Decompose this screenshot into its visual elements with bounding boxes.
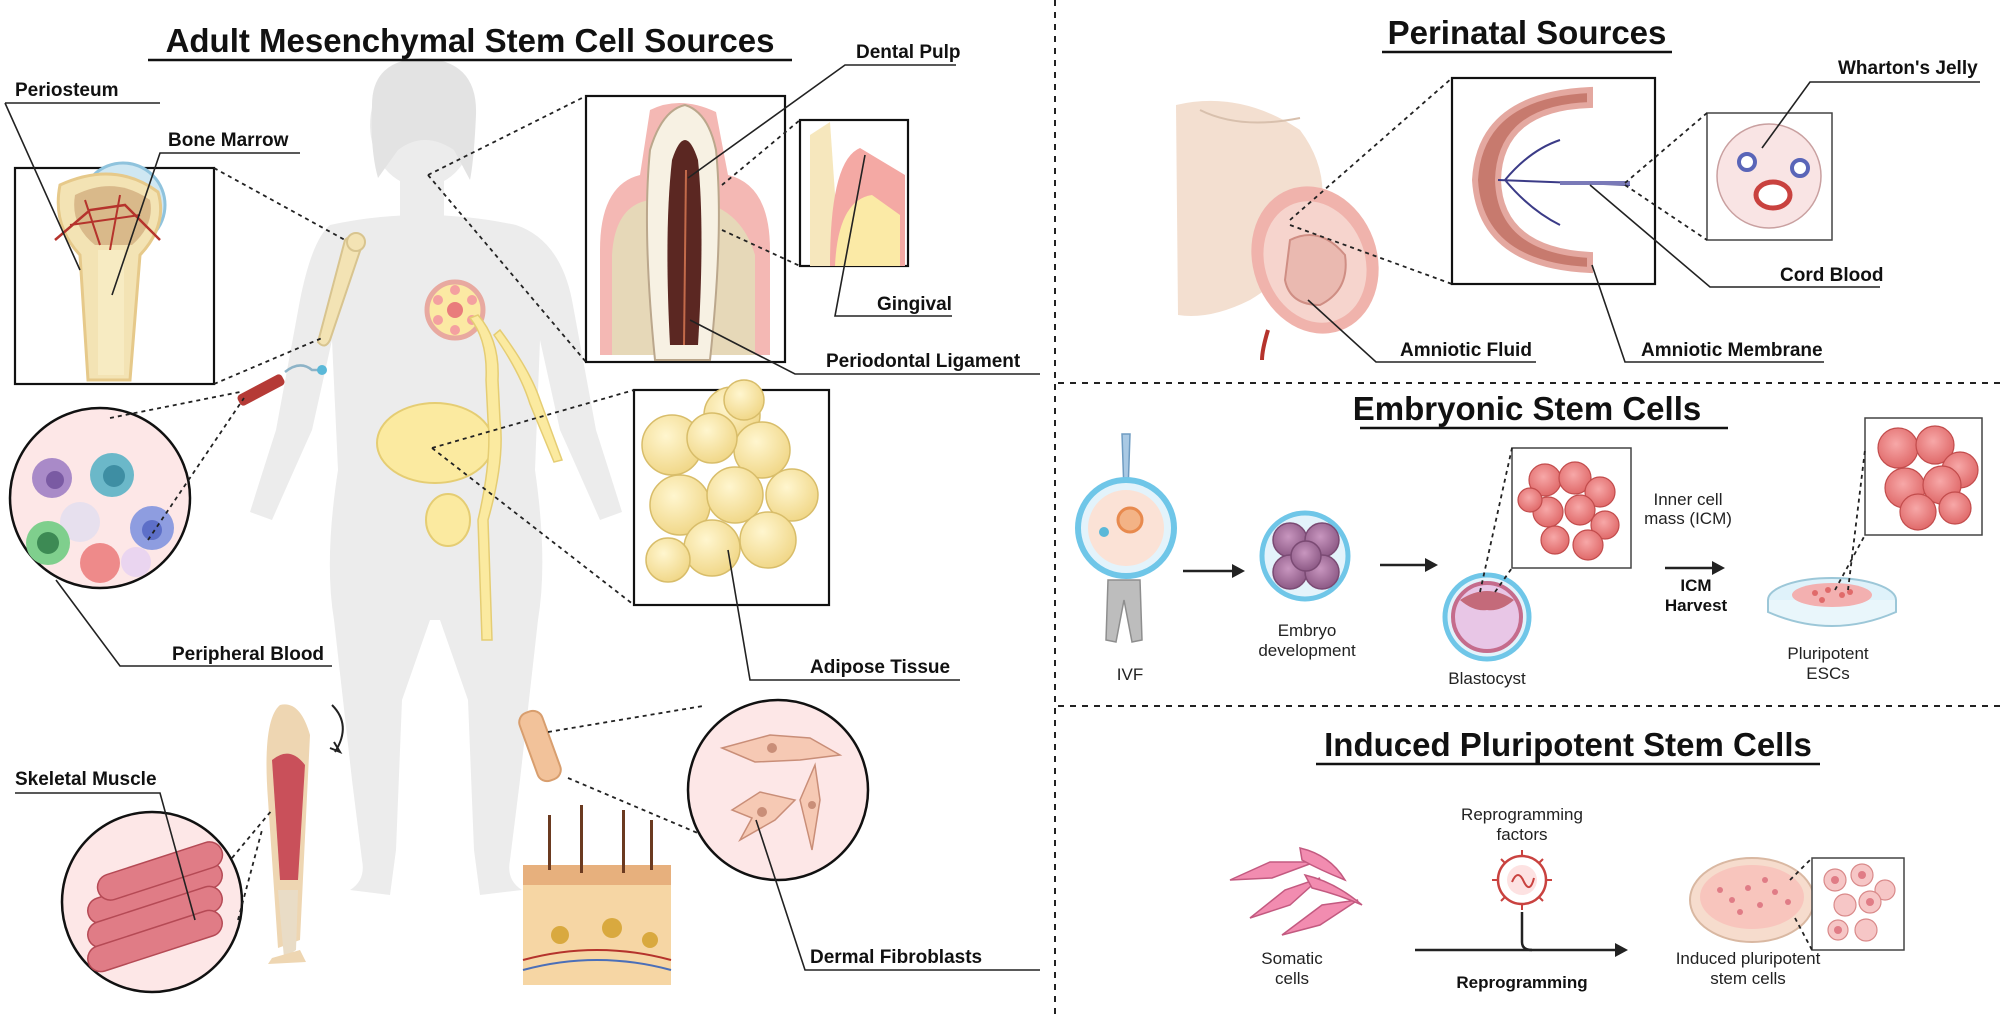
gingiva-connectors [721,119,801,267]
somatic-cells [1229,847,1363,936]
label-blastocyst: Blastocyst [1448,669,1526,688]
cord-cross-section [1706,112,1833,241]
label-ivf: IVF [1117,665,1143,684]
muscle-connectors [231,809,273,921]
label-dermal-fibroblasts: Dermal Fibroblasts [810,947,982,968]
esc-connectors [1834,449,1866,591]
skin-block [522,805,672,985]
icm-connectors [1479,447,1513,593]
label-esc-line1: Pluripotent [1787,644,1869,663]
label-skeletal-muscle: Skeletal Muscle [15,769,157,790]
leader-cord-blood [1589,184,1880,288]
rotate-arrow [331,704,344,753]
bone-connector-top [213,167,346,241]
adipose-body [376,314,563,641]
title-adult-msc: Adult Mesenchymal Stem Cell Sources [166,22,775,59]
dental-illustration [584,94,910,364]
ipsc-connectors [1789,857,1813,951]
ivf-illustration [1075,433,1177,643]
label-somatic-line2: cells [1275,969,1309,988]
adipose-cells-illustration [632,379,831,607]
label-peripheral-blood: Peripheral Blood [172,644,324,665]
arrow-reprogramming [1415,912,1628,957]
label-embryo-line1: Embryo [1278,621,1337,640]
leader-whartons-jelly [1761,81,1980,149]
label-whartons-jelly: Wharton's Jelly [1838,58,1978,79]
label-gingival: Gingival [877,294,952,315]
embryo-illustration [1259,510,1351,602]
blood-cells-circle [8,406,192,590]
blood-connectors [109,391,245,541]
esc-dish [1767,577,1897,627]
esc-cells-box [1864,417,1983,536]
rotate-arrowhead [329,741,343,755]
label-icm-line2: mass (ICM) [1644,509,1732,528]
leg-muscle [266,704,310,964]
label-esc-line2: ESCs [1806,664,1849,683]
title-embryonic: Embryonic Stem Cells [1353,390,1701,427]
breast-tissue [424,279,486,341]
label-ipsc-line1: Induced pluripotent [1676,949,1821,968]
leader-bone-marrow [111,152,300,296]
label-dental-pulp: Dental Pulp [856,42,961,63]
tooth-connector-bottom [427,174,587,363]
muscle-fibers-circle [60,810,244,994]
leader-skeletal-muscle [15,792,196,921]
title-perinatal: Perinatal Sources [1388,14,1667,51]
cord-connectors [1624,112,1708,241]
leader-adipose-tissue [727,549,960,681]
icm-cells-box [1511,447,1632,569]
arrow-embryo-blastocyst [1380,558,1438,572]
leader-periodontal-ligament [689,319,1040,375]
pregnant-abdomen [1176,100,1379,361]
leader-amniotic-fluid [1307,299,1536,363]
label-harvest-line2: Harvest [1665,596,1728,615]
title-ipsc: Induced Pluripotent Stem Cells [1324,726,1812,763]
label-amniotic-membrane: Amniotic Membrane [1641,340,1823,361]
leader-dental-pulp [687,64,956,179]
leader-dermal-fibroblasts [755,819,1040,971]
fibroblast-cells-circle [686,698,870,882]
ipsc-dish [1689,857,1815,943]
label-periodontal-ligament: Periodontal Ligament [826,351,1021,372]
arrow-ivf-embryo [1183,564,1245,578]
label-ipsc-line2: stem cells [1710,969,1786,988]
arrow-icm-harvest [1665,561,1725,575]
label-amniotic-fluid: Amniotic Fluid [1400,340,1532,361]
label-cord-blood: Cord Blood [1780,265,1883,286]
blood-draw-tube [237,364,327,406]
adipose-connector-top [431,389,635,449]
label-embryo-line2: development [1258,641,1356,660]
label-reprogramming: Reprogramming [1456,973,1587,992]
bone-marrow-illustration [13,161,216,386]
ipsc-cells-box [1811,857,1905,951]
leader-peripheral-blood [55,579,332,667]
label-factors-line2: factors [1496,825,1547,844]
label-factors-line1: Reprogramming [1461,805,1583,824]
label-adipose-tissue: Adipose Tissue [810,657,950,678]
adipose-connector-bottom [431,447,635,606]
label-somatic-line1: Somatic [1261,949,1323,968]
humerus-bone [316,232,366,347]
label-harvest-line1: ICM [1680,576,1711,595]
virus-particle [1492,850,1552,910]
placenta-illustration [1450,76,1657,286]
leader-amniotic-membrane [1591,264,1824,363]
leader-gingival [834,154,952,317]
label-bone-marrow: Bone Marrow [168,130,289,151]
placenta-connectors [1289,77,1453,285]
blastocyst-illustration [1442,572,1532,662]
bone-connector-bottom [213,337,323,385]
fibroblast-connectors [547,705,704,835]
label-icm-line1: Inner cell [1654,490,1723,509]
skin-cylinder [518,709,562,783]
leader-periosteum [4,102,160,271]
label-periosteum: Periosteum [15,80,118,101]
tooth-connector-top [427,95,587,176]
